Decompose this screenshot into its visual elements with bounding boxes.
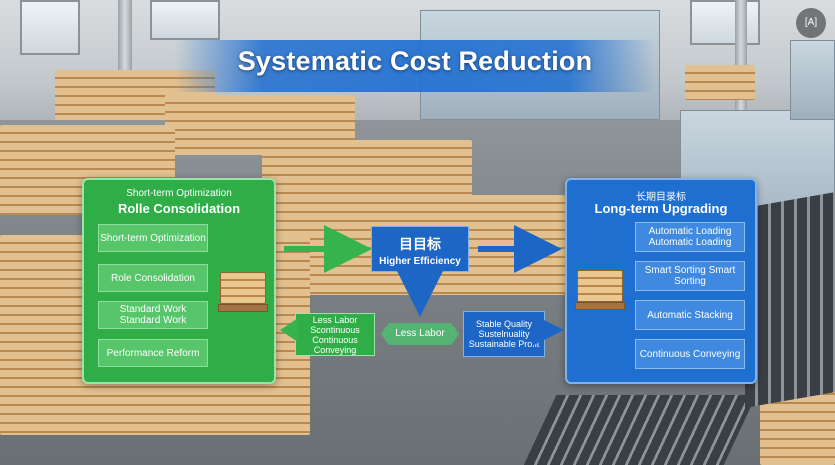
factory-window [150, 0, 220, 40]
lumber-stack [262, 140, 472, 200]
goal-box: 目目标 Higher Efficiency [371, 226, 469, 272]
factory-window [20, 0, 80, 55]
factory-pillar [735, 0, 747, 120]
long-term-item: Automatic Loading Automatic Loading [635, 222, 745, 252]
machinery [790, 40, 835, 120]
short-term-item: Standard Work Standard Work [98, 301, 208, 329]
lumber-pallet-icon [218, 268, 268, 314]
long-term-item: Automatic Stacking [635, 300, 745, 330]
panel-heading: Long-term Upgrading [594, 201, 728, 216]
lumber-stack [685, 65, 755, 100]
long-term-item: Continuous Conveying [635, 339, 745, 369]
conveyor-rollers [523, 395, 757, 465]
goal-label-cn: 目目标 [399, 236, 441, 252]
short-term-item: Role Consolidation [98, 264, 208, 292]
lumber-pallet-icon [575, 266, 625, 312]
less-labor-card: Less Labor Scontinuous Continuous Convey… [295, 313, 375, 356]
short-term-item: Short-term Optimization [98, 224, 208, 252]
goal-label-en: Higher Efficiency [379, 256, 461, 267]
text-recognition-icon[interactable]: [A] [796, 8, 826, 38]
page-title: Systematic Cost Reduction [237, 46, 593, 76]
long-term-item: Smart Sorting Smart Sorting [635, 261, 745, 291]
less-labor-label: Less Labor [381, 323, 459, 345]
long-term-panel: 长期目录标 Long-term Upgrading Automatic Load… [565, 178, 757, 384]
short-term-panel: Short-term Optimization Rolle Consolidat… [82, 178, 276, 384]
panel-subtitle: Short-term Optimization [126, 188, 232, 199]
conveyor-rollers [745, 192, 835, 408]
factory-window [690, 0, 760, 45]
short-term-item: Performance Reform [98, 339, 208, 367]
stable-quality-card: Stable Quality Sustelnuality Sustainable… [463, 311, 545, 357]
panel-heading: Rolle Consolidation [117, 201, 241, 216]
title-banner [175, 40, 655, 92]
panel-subtitle: 长期目录标 [636, 192, 686, 203]
